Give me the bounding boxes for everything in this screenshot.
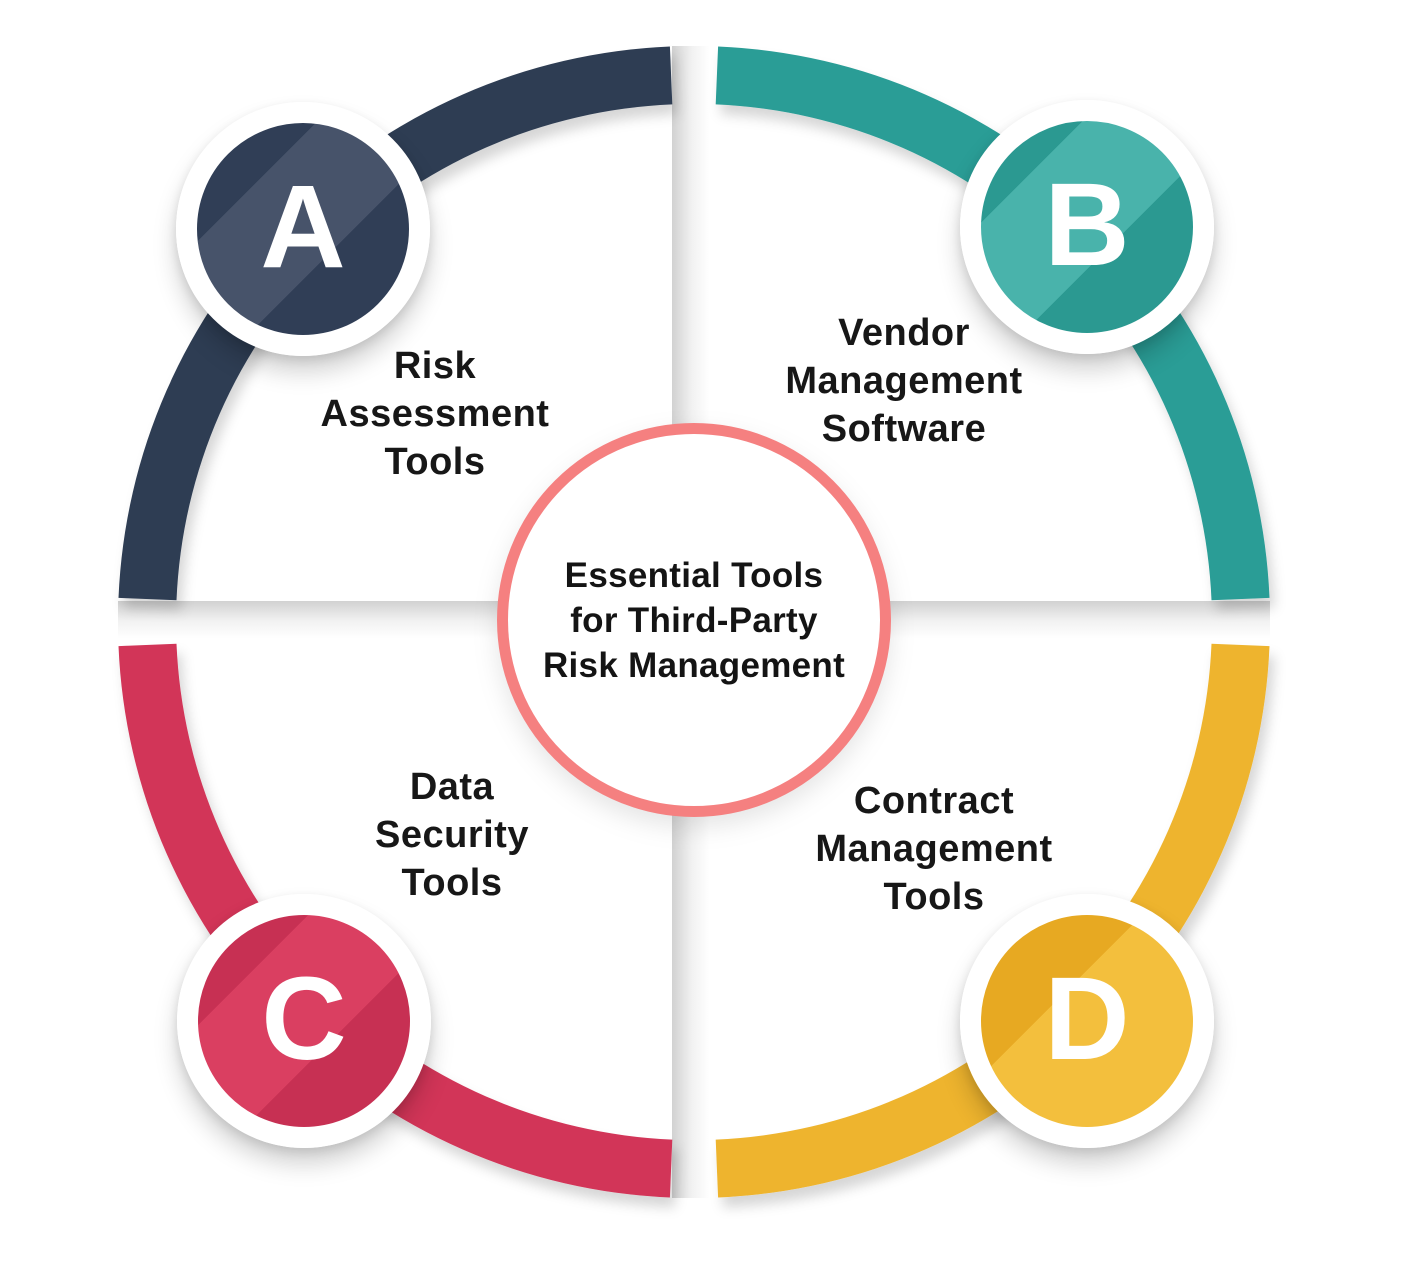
badge-b-letter: B	[1044, 159, 1130, 291]
center-title: Essential Tools for Third-Party Risk Man…	[542, 555, 846, 685]
label-risk-assessment-tools: Risk Assessment Tools	[320, 345, 550, 483]
label-contract-management-tools: Contract Management Tools	[815, 780, 1053, 918]
badge-d: D	[960, 894, 1214, 1148]
badge-a: A	[176, 102, 430, 356]
badge-d-letter: D	[1044, 953, 1130, 1085]
badge-a-letter: A	[260, 161, 346, 293]
label-vendor-management-software: Vendor Management Software	[785, 312, 1023, 450]
center-circle: Essential Tools for Third-Party Risk Man…	[497, 423, 891, 817]
badge-c-letter: C	[261, 953, 347, 1085]
label-data-security-tools: Data Security Tools	[375, 766, 529, 904]
badge-c: C	[177, 894, 431, 1148]
